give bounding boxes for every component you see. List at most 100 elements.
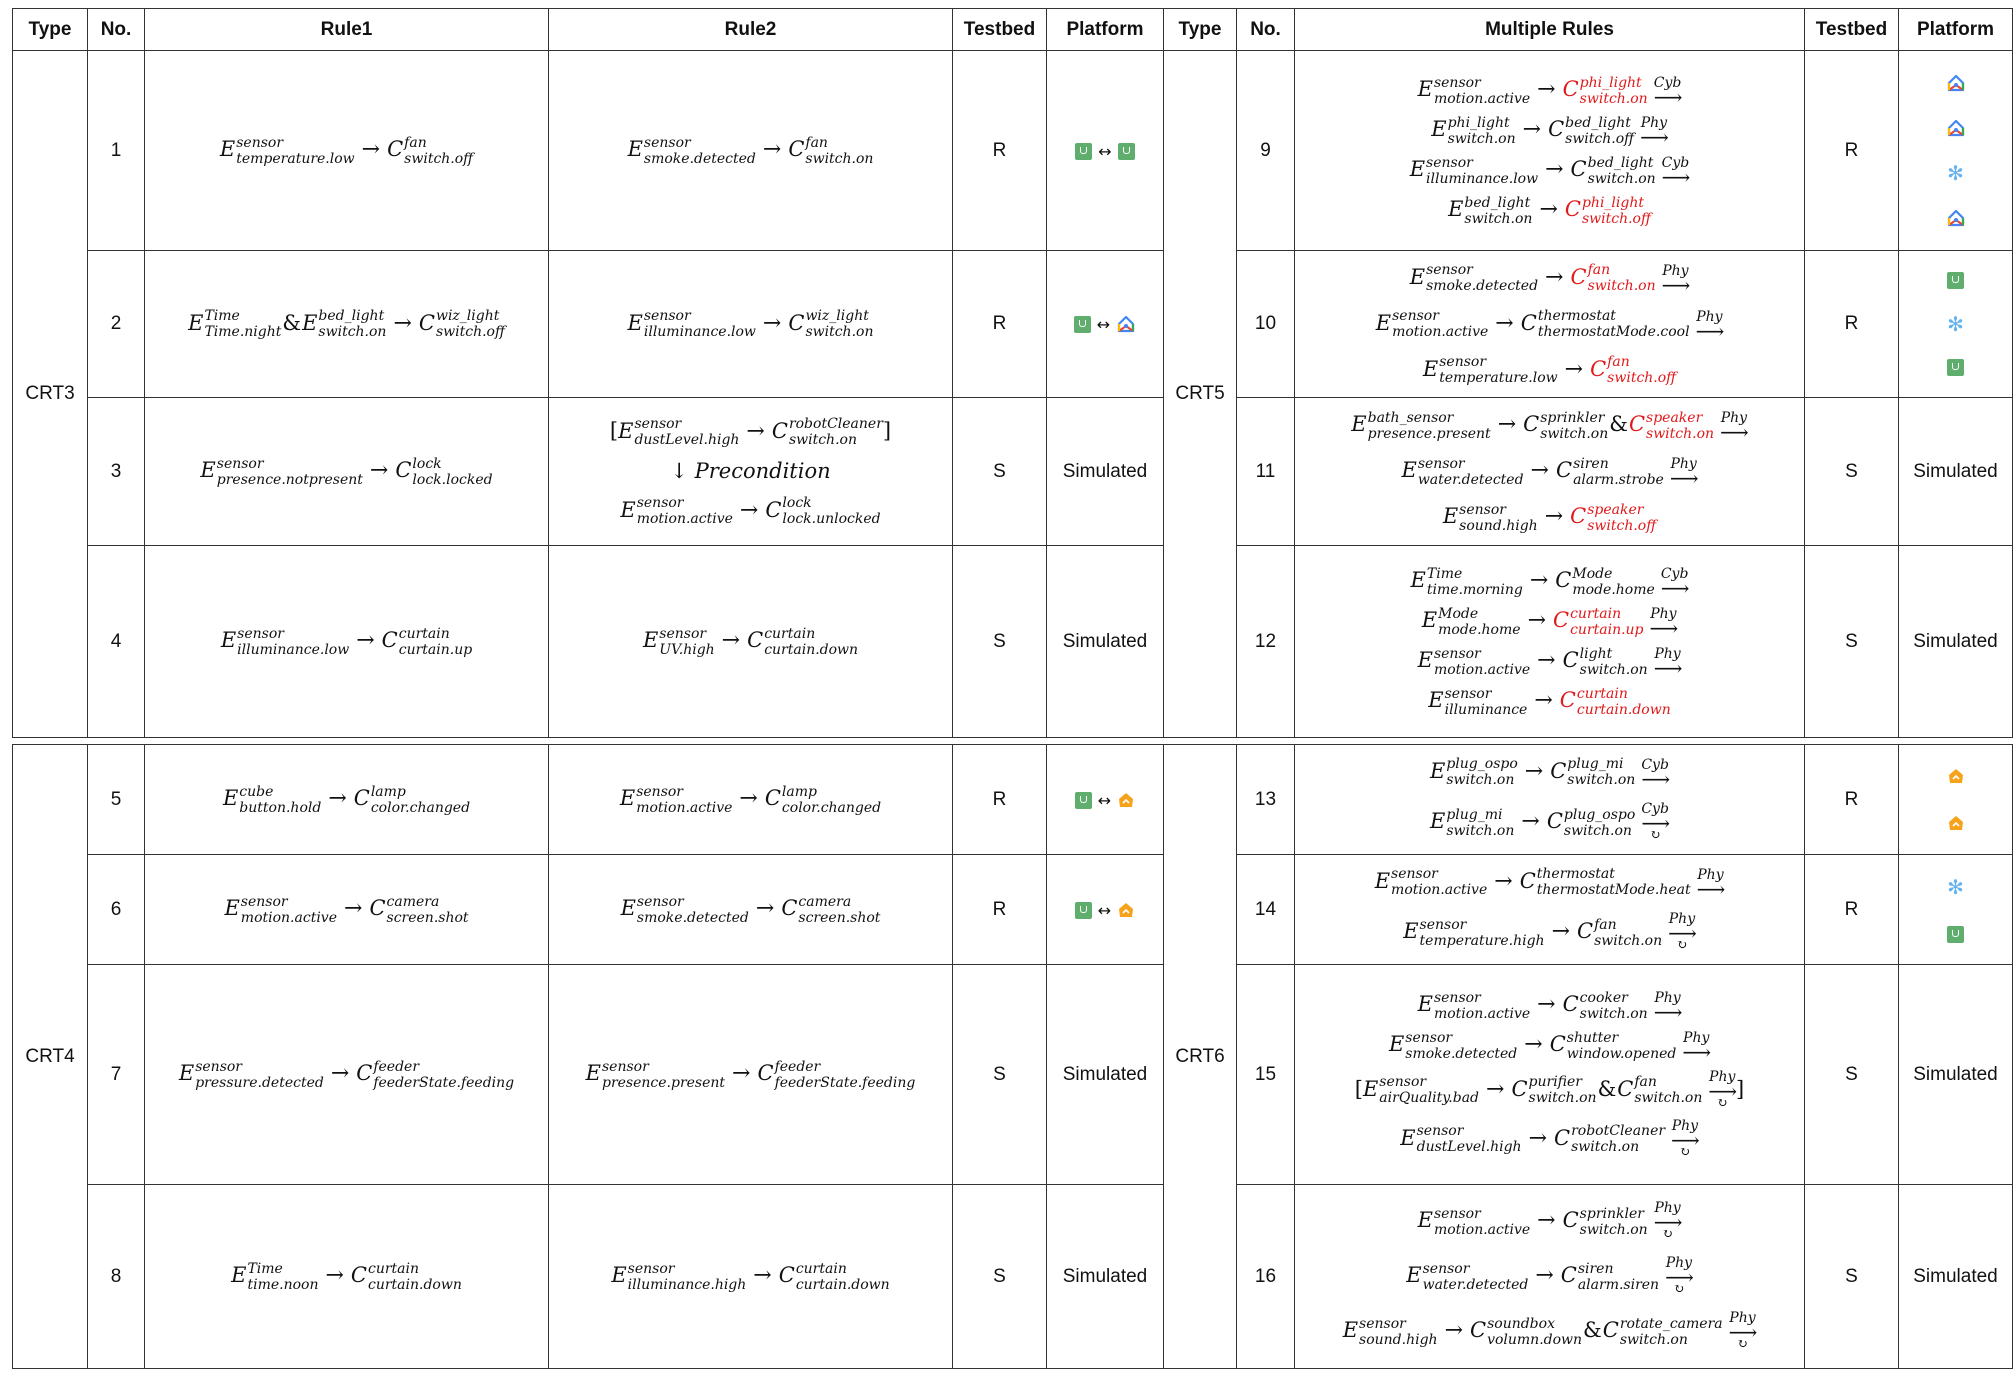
testbed-cell: R xyxy=(952,250,1047,398)
platform-cell: Simulated xyxy=(1898,964,2013,1185)
col-type: Type xyxy=(12,8,88,51)
platform-cell xyxy=(1898,744,2013,855)
implies-arrow-icon: → xyxy=(1537,992,1556,1017)
row-number: 11 xyxy=(1236,397,1295,546)
testbed-cell: R xyxy=(1804,854,1899,965)
platform-cell: ↔ xyxy=(1046,744,1164,855)
col-type-b: Type xyxy=(1163,8,1237,51)
implies-arrow-icon: → xyxy=(732,1061,751,1086)
testbed-cell: R xyxy=(1804,50,1899,251)
smartthings-icon xyxy=(1075,142,1093,160)
platform-cell: Simulated xyxy=(1898,545,2013,738)
mi-home-icon xyxy=(1117,791,1135,809)
google-home-icon xyxy=(1116,314,1136,334)
row-number: 13 xyxy=(1236,744,1295,855)
row-number: 3 xyxy=(87,397,145,546)
link-arrow-phy: Phy⟶ xyxy=(1669,456,1699,490)
link-arrow-phy: Phy⟶↻ xyxy=(1665,1255,1694,1297)
platform-cell: Simulated xyxy=(1046,397,1164,546)
implies-arrow-icon: → xyxy=(1551,919,1570,944)
smart-life-icon: ✻ xyxy=(1947,161,1964,185)
link-arrow-phy: Phy⟶ xyxy=(1695,308,1725,343)
platform-cell: Simulated xyxy=(1046,964,1164,1185)
google-home-icon xyxy=(1946,118,1966,138)
implies-arrow-icon: → xyxy=(1545,264,1564,290)
link-arrow-phy: Phy⟶ xyxy=(1640,115,1669,149)
loop-icon: ↻ xyxy=(1679,1144,1691,1160)
loop-icon: ↻ xyxy=(1673,1282,1685,1297)
row-number: 15 xyxy=(1236,964,1295,1185)
implies-arrow-icon: → xyxy=(739,786,758,811)
mi-home-icon xyxy=(1947,767,1965,785)
implies-arrow-icon: → xyxy=(1535,1263,1554,1288)
testbed-cell: S xyxy=(952,964,1047,1185)
implies-arrow-icon: → xyxy=(1444,1318,1463,1343)
col-platform-b: Platform xyxy=(1898,8,2013,51)
row-number: 8 xyxy=(87,1184,145,1369)
row-number: 5 xyxy=(87,744,145,855)
implies-arrow-icon: → xyxy=(1534,688,1553,713)
implies-arrow-icon: → xyxy=(739,497,759,523)
header-row: Type No. Rule1 Rule2 Testbed Platform Ty… xyxy=(12,8,2013,51)
loop-icon: ↻ xyxy=(1737,1337,1748,1352)
smartthings-icon xyxy=(1074,791,1092,809)
bidirectional-arrow-icon: ↔ xyxy=(1098,141,1112,161)
implies-arrow-icon: → xyxy=(762,137,782,162)
implies-arrow-icon: → xyxy=(1539,197,1558,222)
platform-cell: Simulated xyxy=(1046,545,1164,738)
testbed-cell: R xyxy=(1804,250,1899,398)
implies-arrow-icon: → xyxy=(1524,758,1544,784)
rule-conflict-table: Type No. Rule1 Rule2 Testbed Platform Ty… xyxy=(12,8,2013,1369)
implies-arrow-icon: → xyxy=(1537,1208,1556,1233)
implies-arrow-icon: → xyxy=(746,418,765,444)
link-arrow-phy: Phy⟶ xyxy=(1653,646,1683,680)
col-testbed: Testbed xyxy=(952,8,1047,51)
link-arrow-phy: Phy⟶ xyxy=(1720,410,1749,444)
implies-arrow-icon: → xyxy=(330,1061,350,1086)
link-arrow-phy: Phy⟶ xyxy=(1649,606,1679,640)
implies-arrow-icon: → xyxy=(328,786,347,811)
implies-arrow-icon: → xyxy=(369,458,389,483)
